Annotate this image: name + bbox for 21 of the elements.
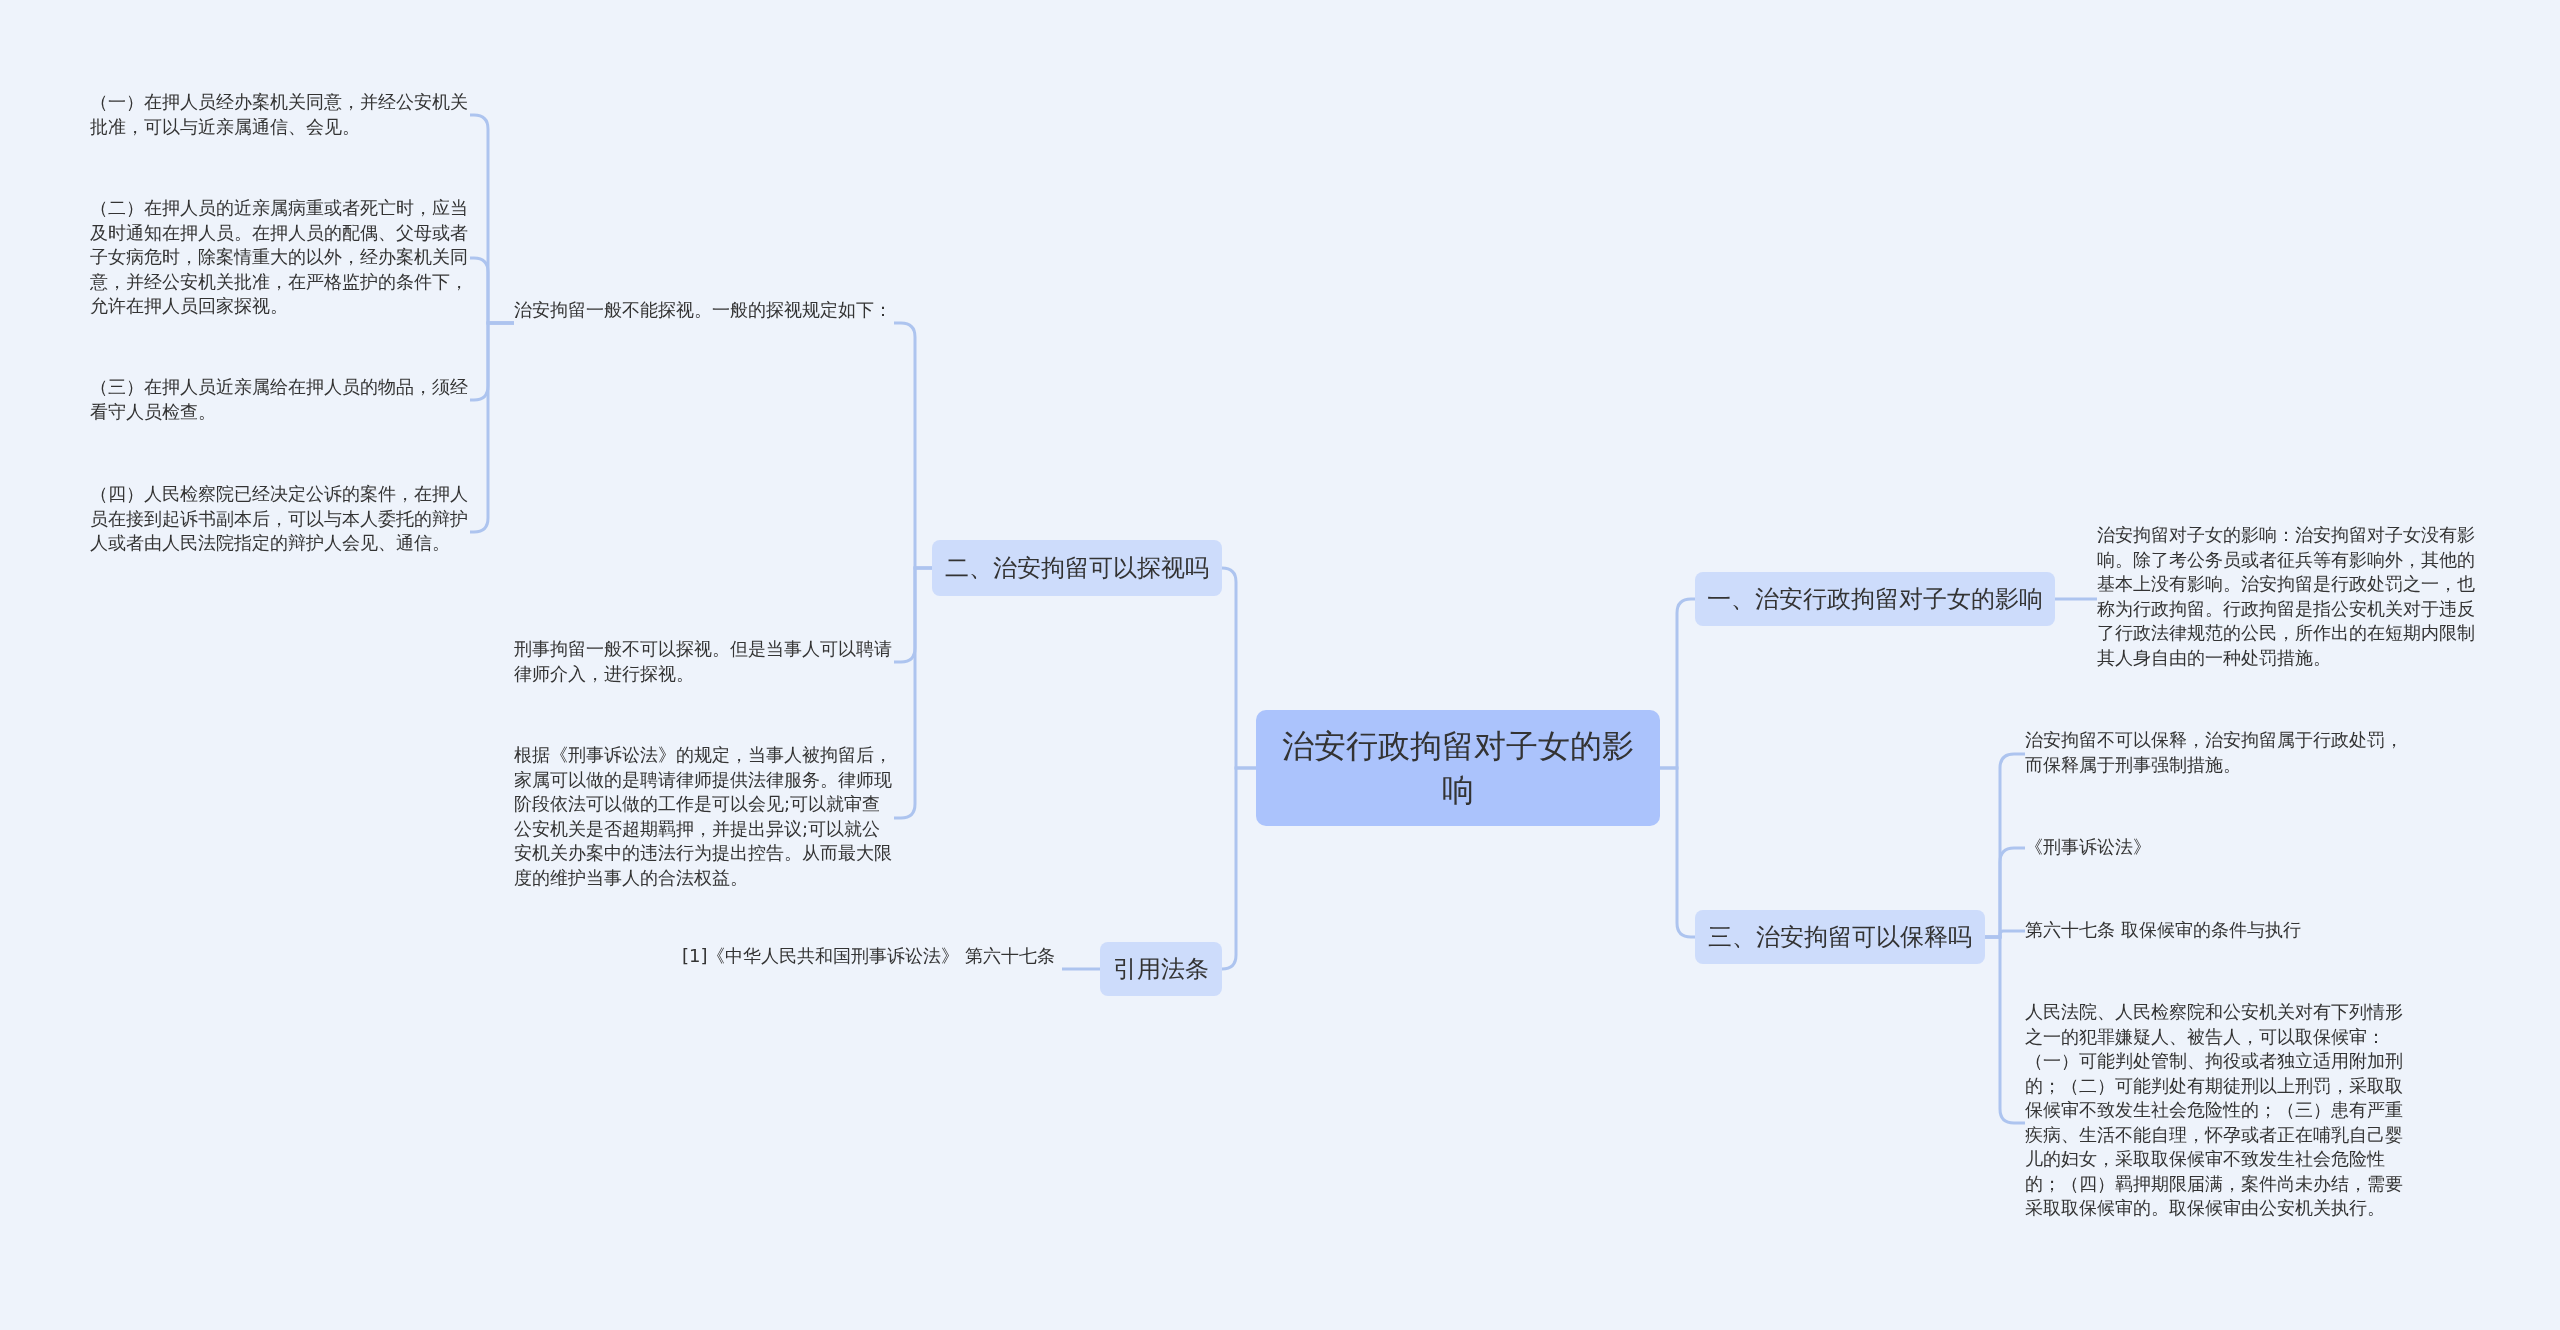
connector-line	[2055, 597, 2097, 601]
note-text: （二）在押人员的近亲属病重或者死亡时，应当及时通知在押人员。在押人员的配偶、父母或者子女病危时，除案情重大的以外，经办案机关同意，并经公安机关批准，在严格监护的条件下，允许在押人员回家探视。	[90, 196, 470, 320]
note-text: 刑事拘留一般不可以探视。但是当事人可以聘请律师介入，进行探视。	[514, 637, 894, 687]
topic-box: 引用法条	[1100, 942, 1222, 996]
topic-box: 三、治安拘留可以保释吗	[1695, 910, 1985, 964]
connector-line	[1062, 967, 1100, 971]
note-text: （一）在押人员经办案机关同意，并经公安机关批准，可以与近亲属通信、会见。	[90, 90, 470, 140]
note-text: 第六十七条 取保候审的条件与执行	[2025, 918, 2345, 944]
connector-line	[1220, 766, 1256, 971]
note-text: 治安拘留一般不能探视。一般的探视规定如下：	[514, 298, 894, 348]
topic-box: 二、治安拘留可以探视吗	[932, 540, 1222, 596]
note-text: [1]《中华人民共和国刑事诉讼法》 第六十七条	[682, 944, 1062, 996]
note-text: （三）在押人员近亲属给在押人员的物品，须经看守人员检查。	[90, 375, 470, 425]
central-topic-box: 治安行政拘留对子女的影响	[1256, 710, 1660, 826]
note-text: 《刑事诉讼法》	[2025, 835, 2225, 861]
note-text: 治安拘留对子女的影响：治安拘留对子女没有影响。除了考公务员或者征兵等有影响外，其他的基本上没有影响。治安拘留是行政处罚之一，也称为行政拘留。行政拘留是指公安机关对于违反了行政法律规范的公民，所作出的在短期内限制其人身自由的一种处罚措施。	[2097, 523, 2483, 675]
topic-box: 一、治安行政拘留对子女的影响	[1695, 572, 2055, 626]
note-text: 根据《刑事诉讼法》的规定，当事人被拘留后，家属可以做的是聘请律师提供法律服务。律师现阶段依法可以做的工作是可以会见;可以就审查公安机关是否超期羁押，并提出异议;可以就公安机关办案中的违法行为提出控告。从而最大限度的维护当事人的合法权益。	[514, 743, 894, 893]
note-text: 人民法院、人民检察院和公安机关对有下列情形之一的犯罪嫌疑人、被告人，可以取保候审：（一）可能判处管制、拘役或者独立适用附加刑的；（二）可能判处有期徒刑以上刑罚，采取取保候审不致发生社会危险性的；（三）患有严重疾病、生活不能自理，怀孕或者正在哺乳自己婴儿的妇女，采取取保候审不致发生社会危险性的；（四）羁押期限届满，案件尚未办结，需要采取取保候审的。取保候审由公安机关执行。	[2025, 1000, 2405, 1246]
note-text: （四）人民检察院已经决定公诉的案件，在押人员在接到起诉书副本后，可以与本人委托的辩护人或者由人民法院指定的辩护人会见、通信。	[90, 482, 470, 582]
note-text: 治安拘留不可以保释，治安拘留属于行政处罚，而保释属于刑事强制措施。	[2025, 728, 2405, 780]
